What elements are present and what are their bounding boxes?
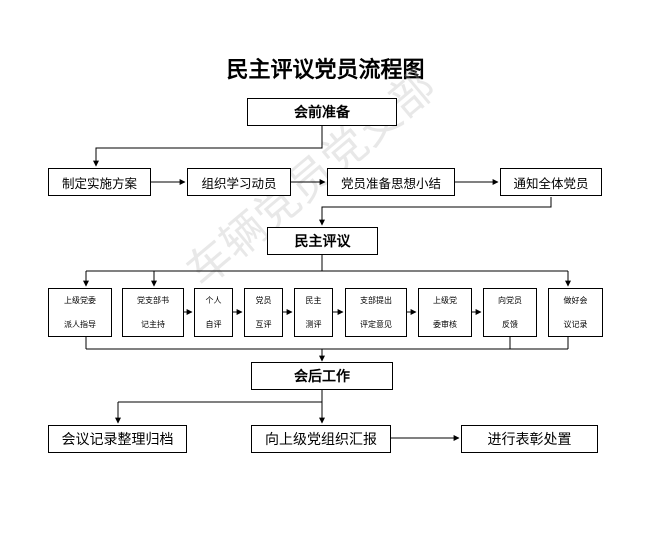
step-self-evaluation: 个人自评 bbox=[194, 288, 233, 337]
step-notify-members: 通知全体党员 bbox=[500, 168, 602, 196]
step-mutual-evaluation: 党员互评 bbox=[244, 288, 283, 337]
step-democratic-poll: 民主测评 bbox=[294, 288, 333, 337]
header-post-meeting: 会后工作 bbox=[251, 362, 393, 390]
step-report-superior: 向上级党组织汇报 bbox=[251, 425, 391, 453]
arrow-header1-to-step1 bbox=[93, 126, 323, 167]
header-democratic-review: 民主评议 bbox=[267, 227, 378, 255]
step-commend-handle: 进行表彰处置 bbox=[461, 425, 598, 453]
arrow-step4-to-header2 bbox=[319, 197, 552, 226]
step-superior-review: 上级党委审核 bbox=[418, 288, 472, 337]
step-feedback: 向党员反馈 bbox=[483, 288, 537, 337]
step-archive-records: 会议记录整理归档 bbox=[48, 425, 187, 453]
step-prepare-summary: 党员准备思想小结 bbox=[327, 168, 455, 196]
step-make-plan: 制定实施方案 bbox=[48, 168, 151, 196]
step-meeting-records: 做好会议记录 bbox=[548, 288, 603, 337]
step-branch-opinion: 支部提出评定意见 bbox=[345, 288, 407, 337]
step-study-mobilize: 组织学习动员 bbox=[187, 168, 291, 196]
step-secretary-presides: 党支部书记主持 bbox=[122, 288, 184, 337]
diagram-title: 民主评议党员流程图 bbox=[226, 58, 425, 83]
header-pre-meeting: 会前准备 bbox=[247, 98, 397, 126]
step-superior-guidance: 上级党委派人指导 bbox=[48, 288, 112, 337]
